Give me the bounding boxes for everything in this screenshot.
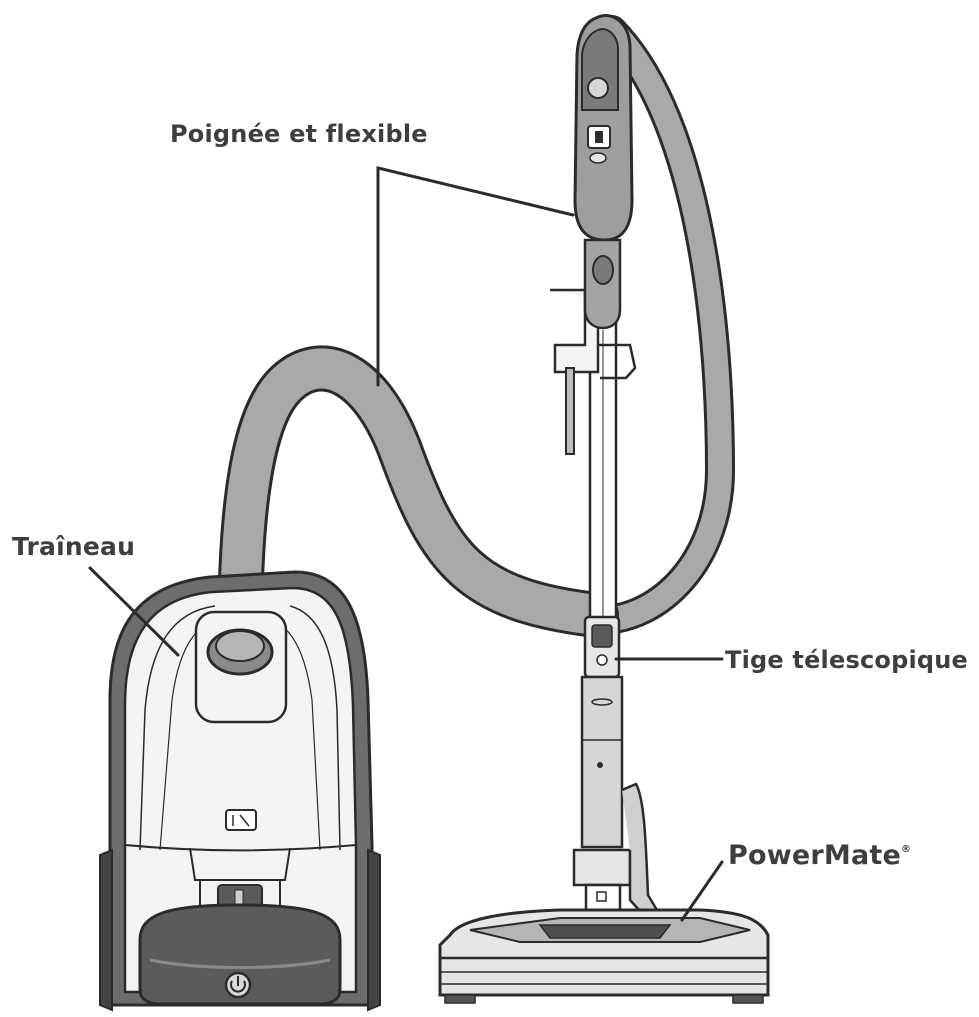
label-handle-hose: Poignée et flexible	[170, 120, 428, 148]
power-button-icon	[224, 971, 252, 999]
logo-badge-icon	[225, 809, 257, 831]
callout-lines	[88, 166, 724, 922]
label-canister: Traîneau	[12, 532, 136, 561]
canister-body	[99, 570, 381, 1012]
label-powermate-text: PowerMate	[728, 840, 902, 871]
handle	[573, 14, 634, 330]
label-powermate: PowerMate®	[728, 840, 911, 871]
powermate-nozzle	[438, 908, 770, 1004]
registered-mark: ®	[901, 844, 912, 855]
telescopic-wand	[550, 248, 662, 924]
hose	[217, 15, 736, 663]
label-telescopic-wand: Tige télescopique	[725, 646, 969, 674]
